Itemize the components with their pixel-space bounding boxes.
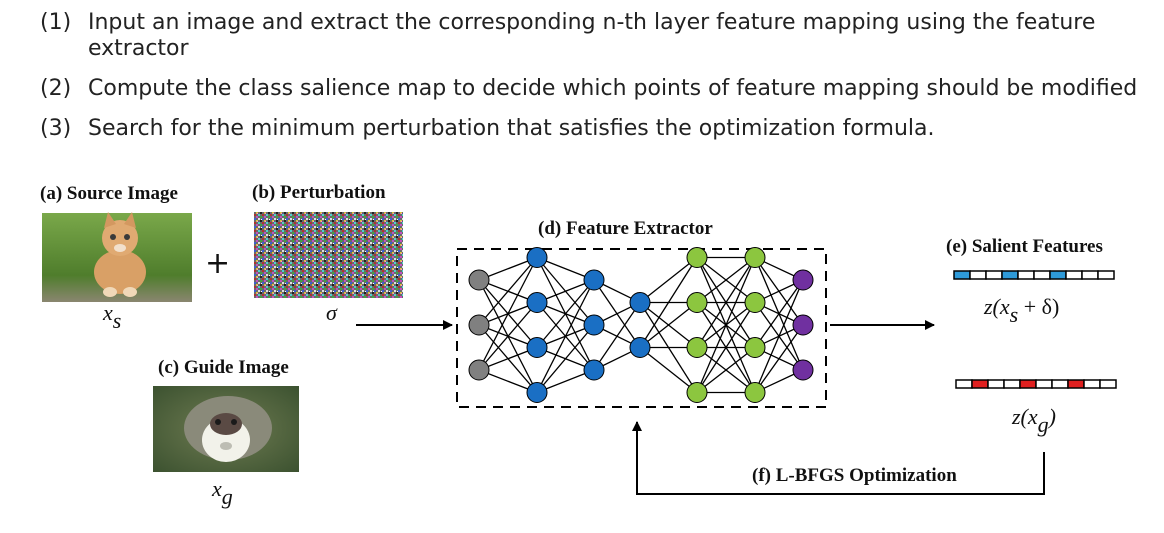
- label-guide-image: (c) Guide Image: [158, 357, 289, 378]
- network-node-layer-2: [526, 382, 548, 403]
- network-edge: [536, 324, 595, 393]
- network-edge: [639, 256, 698, 304]
- feature-cell: [1051, 379, 1069, 389]
- network-node-layer-6: [744, 247, 766, 268]
- network-edge: [478, 257, 538, 326]
- network-node-layer-4: [629, 337, 651, 358]
- network-node-layer-1: [468, 314, 490, 336]
- feature-cell: [1099, 379, 1117, 389]
- network-edges: [478, 256, 804, 394]
- network-edge: [536, 279, 595, 348]
- label-source-image: (a) Source Image: [40, 183, 178, 204]
- network-node-layer-7: [792, 314, 814, 336]
- symbol-sigma: σ: [326, 300, 337, 325]
- network-node-layer-4: [629, 292, 651, 313]
- network-node-layer-2: [526, 247, 548, 268]
- network-node-layer-6: [744, 292, 766, 313]
- network-edge: [593, 302, 641, 371]
- network-node-layer-6: [744, 382, 766, 403]
- network-node-layer-5: [686, 382, 708, 403]
- network-edge: [639, 346, 698, 394]
- network-node-layer-3: [583, 314, 605, 336]
- network-edge: [696, 256, 756, 304]
- symbol-z-guide: z(xg): [1012, 404, 1056, 437]
- feature-cell: [985, 270, 1003, 280]
- perturbation-noise-image: [254, 212, 403, 298]
- network-edge: [478, 257, 538, 371]
- feature-cell: [955, 379, 973, 389]
- feature-cell: [1081, 270, 1099, 280]
- network-edge: [639, 257, 698, 348]
- feature-cell: [1035, 379, 1053, 389]
- label-salient-features: (e) Salient Features: [946, 236, 1103, 257]
- label-feature-extractor: (d) Feature Extractor: [538, 218, 713, 239]
- network-edge: [696, 346, 756, 394]
- network-node-layer-6: [744, 337, 766, 358]
- label-lbfgs-optimization: (f) L-BFGS Optimization: [752, 465, 957, 486]
- network-edge: [478, 302, 538, 371]
- step-3: (3) Search for the minimum perturbation t…: [40, 116, 1148, 142]
- network-edge: [639, 301, 698, 349]
- network-edge: [754, 324, 804, 393]
- network-edge: [754, 279, 804, 393]
- plus-sign: +: [205, 246, 231, 281]
- step-number: (1): [40, 10, 72, 35]
- network-edge: [754, 279, 804, 348]
- feature-cell: [1049, 270, 1067, 280]
- network-node-layer-2: [526, 337, 548, 358]
- label-perturbation: (b) Perturbation: [252, 182, 386, 203]
- feature-cell: [971, 379, 989, 389]
- feature-cell: [1019, 379, 1037, 389]
- network-edge: [696, 257, 756, 348]
- feature-cell: [1083, 379, 1101, 389]
- network-node-layer-1: [468, 269, 490, 291]
- feature-extractor-box: [456, 248, 827, 408]
- guide-image-monkey: [153, 386, 299, 472]
- network-node-layer-5: [686, 247, 708, 268]
- network-edge: [536, 279, 595, 393]
- optimization-feedback-arrow: [632, 421, 1045, 495]
- feature-bar-source: [953, 270, 1115, 280]
- symbol-z-source: z(xs + δ): [984, 294, 1060, 327]
- feature-cell: [953, 270, 971, 280]
- network-edge: [696, 257, 756, 393]
- feature-bar-guide: [955, 379, 1117, 389]
- feature-cell: [987, 379, 1005, 389]
- network-node-layer-1: [468, 359, 490, 381]
- step-text: Input an image and extract the correspon…: [88, 10, 1096, 61]
- feature-cell: [1067, 379, 1085, 389]
- step-2: (2) Compute the class salience map to dec…: [40, 76, 1148, 102]
- network-node-layer-2: [526, 292, 548, 313]
- network-node-layer-5: [686, 337, 708, 358]
- source-image-cat: [42, 212, 192, 302]
- network-node-layer-5: [686, 292, 708, 313]
- network-nodes: [468, 247, 814, 403]
- feature-cell: [969, 270, 987, 280]
- feature-cell: [1003, 379, 1021, 389]
- step-text: Compute the class salience map to decide…: [88, 76, 1138, 101]
- step-text: Search for the minimum perturbation that…: [88, 116, 935, 141]
- feature-cell: [1065, 270, 1083, 280]
- feature-cell: [1017, 270, 1035, 280]
- step-number: (3): [40, 116, 72, 141]
- feature-cell: [1001, 270, 1019, 280]
- symbol-xs: xs: [103, 300, 122, 333]
- step-1: (1) Input an image and extract the corres…: [40, 10, 1148, 62]
- network-node-layer-7: [792, 269, 814, 291]
- network-edge: [696, 302, 756, 393]
- network-node-layer-7: [792, 359, 814, 381]
- network-node-layer-3: [583, 359, 605, 381]
- feature-cell: [1097, 270, 1115, 280]
- network-node-layer-3: [583, 269, 605, 291]
- feature-cell: [1033, 270, 1051, 280]
- step-number: (2): [40, 76, 72, 101]
- symbol-xg: xg: [212, 476, 233, 509]
